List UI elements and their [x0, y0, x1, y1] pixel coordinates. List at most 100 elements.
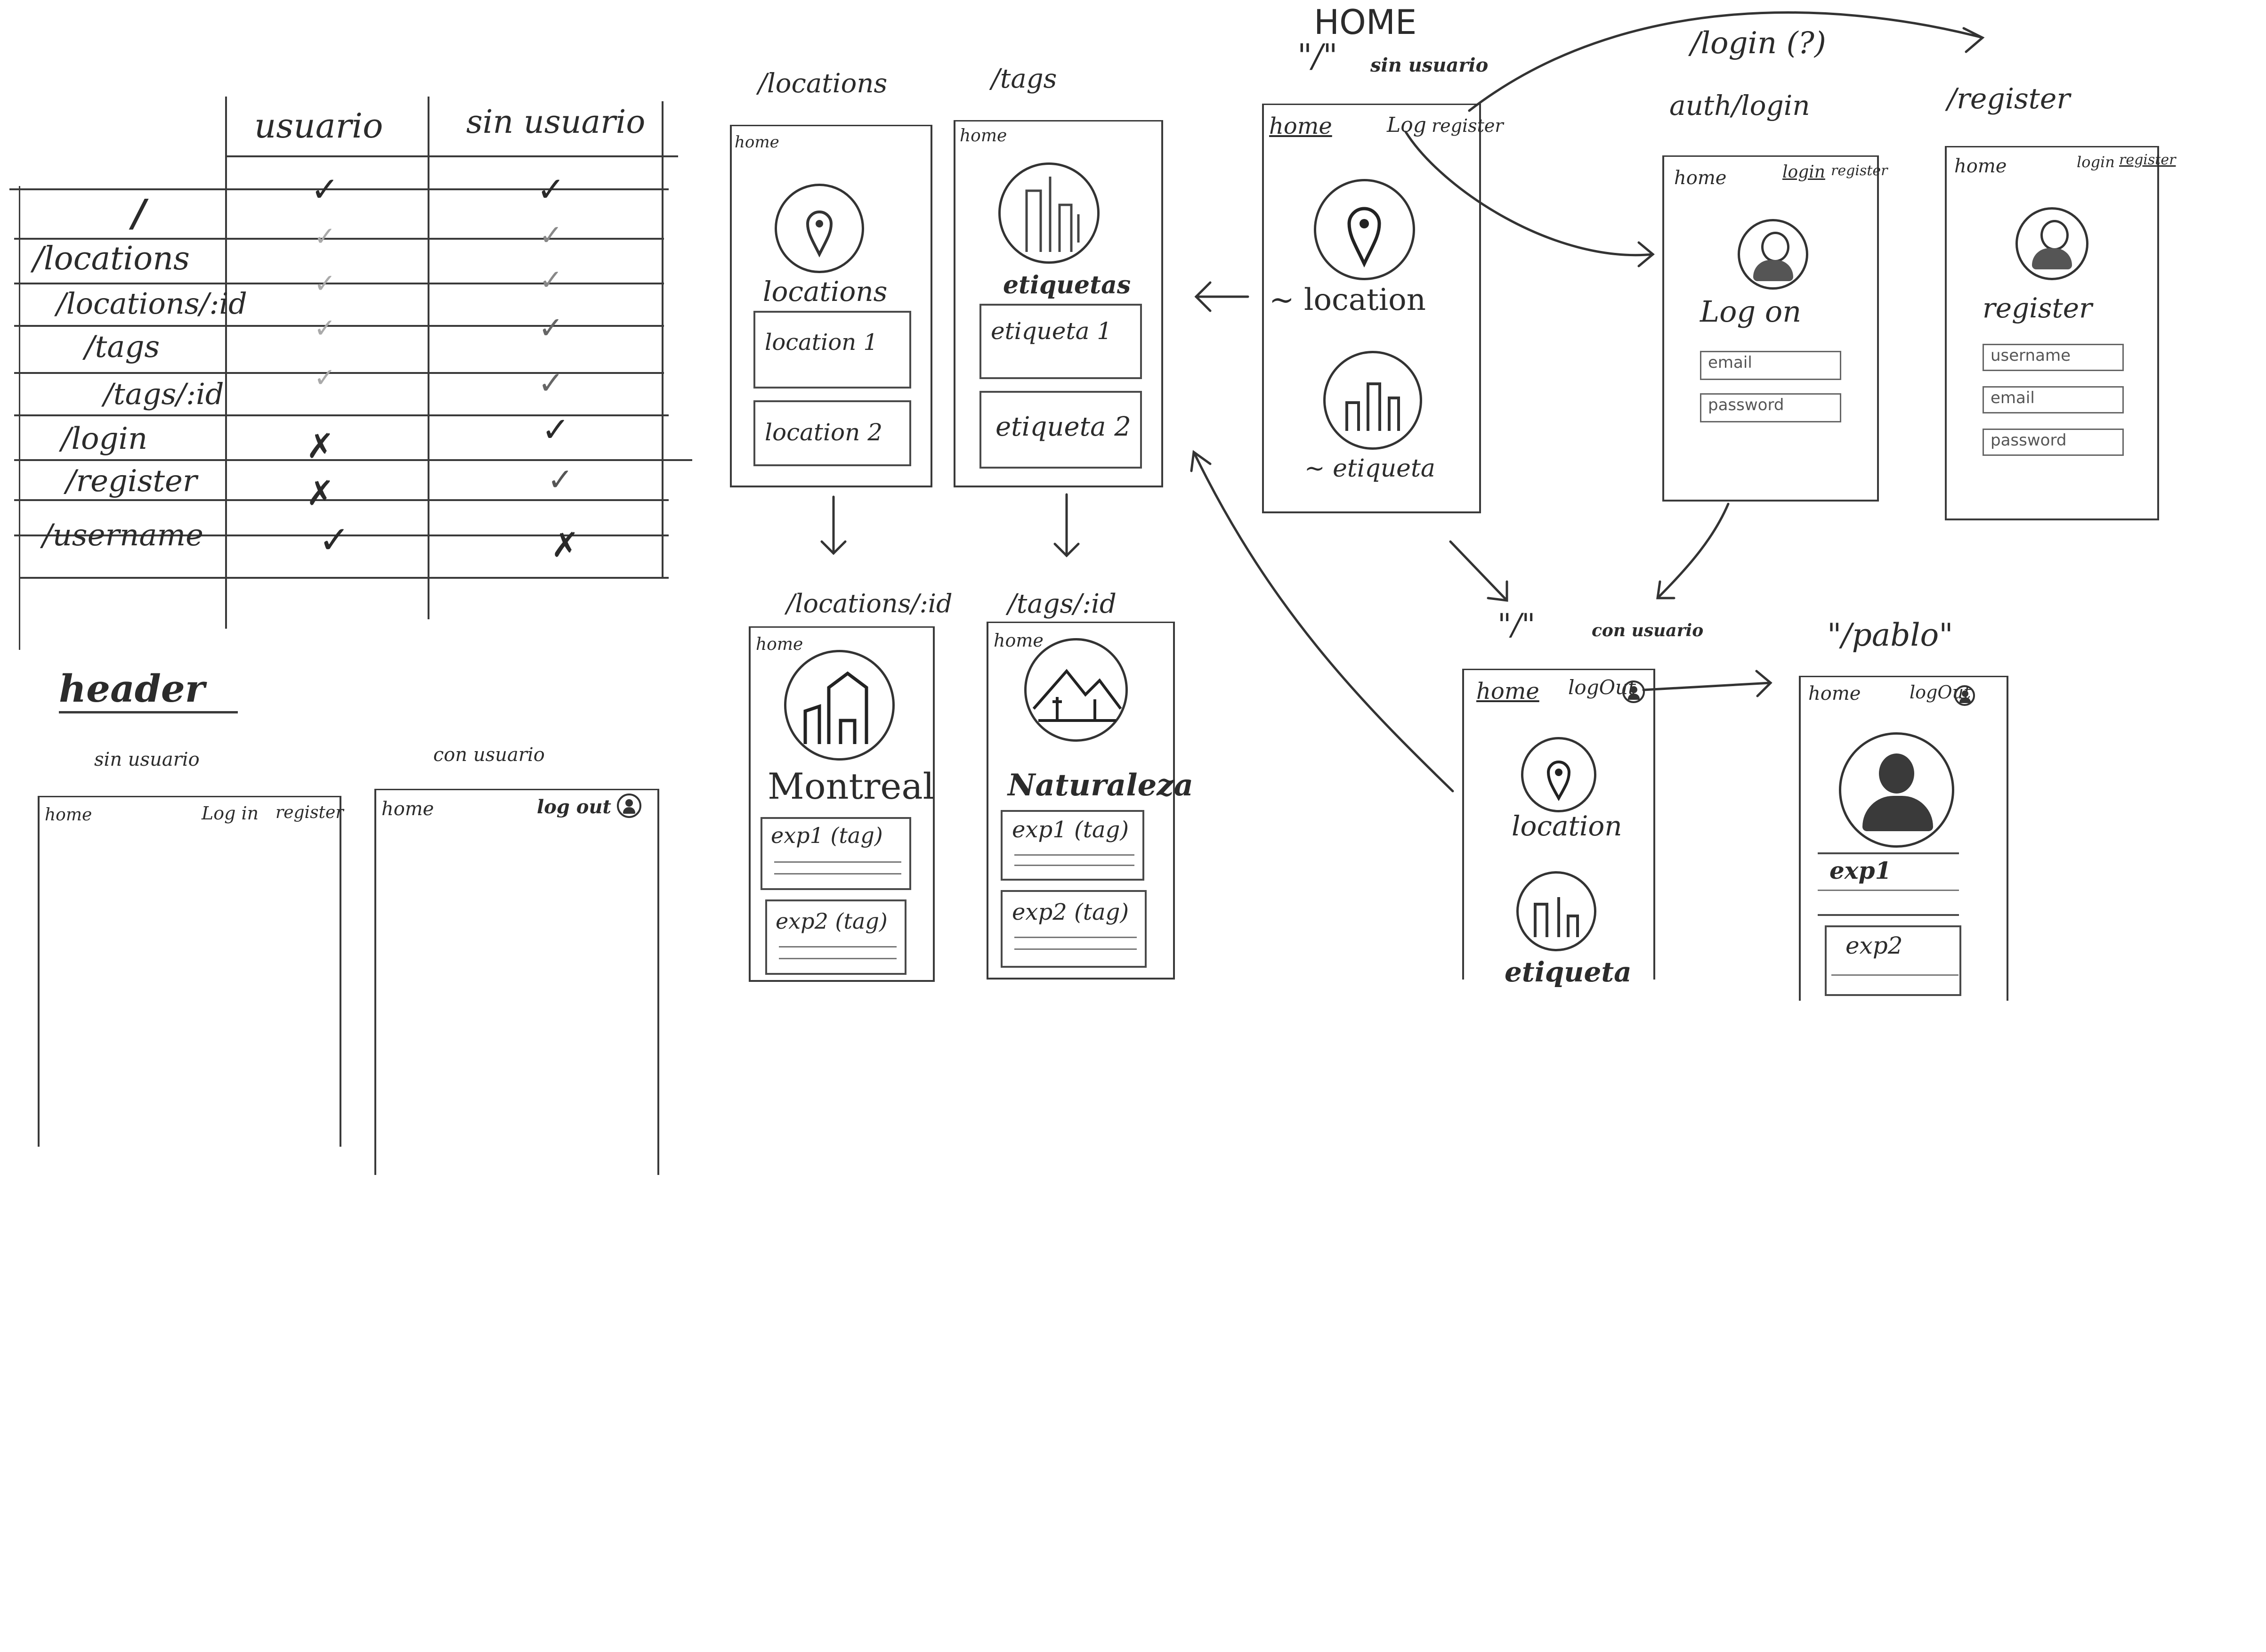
route-label: "/pablo" [1827, 617, 1953, 653]
screen-title: etiquetas [1003, 271, 1131, 300]
table-divider [226, 155, 678, 157]
list-item-label: exp1 [1829, 857, 1892, 884]
title-underline [59, 711, 238, 713]
list-item-label: exp2 [1845, 932, 1903, 959]
arrow-home-con-to-lists [1192, 451, 1454, 793]
nav-login[interactable]: login [2077, 153, 2115, 171]
list-item-label: exp1 (tag) [1012, 817, 1129, 843]
row-label: /locations [33, 240, 190, 277]
location-link[interactable]: location [1512, 810, 1622, 842]
screen-title: Naturaleza [1008, 768, 1194, 803]
nav-home[interactable]: home [1674, 167, 1727, 189]
arrow-home-to-register [1468, 11, 1984, 112]
username-field[interactable]: username [1983, 344, 2124, 371]
check-mark: ✓ [310, 170, 340, 209]
nav-home[interactable]: home [1476, 678, 1539, 705]
sin-usuario-label: sin usuario [94, 749, 200, 770]
nav-home[interactable]: home [1808, 683, 1861, 705]
arrow-home-to-login [1404, 130, 1654, 257]
screen-frame [954, 120, 1163, 487]
nav-login[interactable]: login [1782, 162, 1825, 182]
password-field[interactable]: password [1983, 429, 2124, 456]
nature-icon [1024, 638, 1128, 742]
list-item[interactable]: etiqueta 2 [979, 391, 1142, 469]
screen-title: register [1983, 292, 2092, 324]
screen-frame [1799, 676, 2008, 1001]
password-field[interactable]: password [1700, 393, 1841, 422]
nav-home[interactable]: home [1269, 113, 1332, 139]
row-label: /locations/:id [57, 286, 247, 321]
location-pin-icon[interactable] [1521, 737, 1596, 812]
check-mark: ✓ [538, 311, 564, 346]
table-divider [19, 577, 669, 579]
home-heading: HOME [1314, 2, 1417, 42]
city-icon[interactable] [1516, 871, 1596, 951]
check-mark: ✓ [536, 170, 566, 209]
table-divider [19, 186, 20, 650]
note-label: con usuario [1592, 621, 1704, 640]
table-divider [14, 414, 669, 416]
arrow-login-to-home-con [1656, 502, 1730, 599]
nav-logout: log out [537, 796, 612, 818]
list-item[interactable]: exp1 (tag) [1001, 810, 1144, 881]
screen-frame [730, 125, 932, 487]
list-item[interactable]: location 1 [753, 311, 911, 389]
row-label: /username [42, 518, 204, 553]
avatar-icon[interactable] [1622, 680, 1645, 703]
nav-register[interactable]: register [1432, 115, 1504, 136]
avatar-icon [617, 794, 641, 818]
list-item[interactable]: exp2 [1825, 925, 1961, 996]
route-label: /tags/:id [1008, 589, 1117, 619]
nav-home[interactable]: home [1954, 155, 2007, 177]
etiqueta-link[interactable]: ~ etiqueta [1304, 454, 1435, 483]
nav-register[interactable]: register [2119, 152, 2176, 168]
route-label: /tags [991, 64, 1057, 94]
route-label: /locations/:id [786, 589, 953, 618]
list-item[interactable]: exp2 (tag) [765, 899, 906, 975]
check-mark: ✓ [314, 268, 336, 299]
table-divider [14, 372, 664, 374]
etiqueta-link[interactable]: etiqueta [1505, 956, 1632, 988]
list-item[interactable]: etiqueta 1 [979, 304, 1142, 379]
check-mark: ✓ [314, 363, 336, 393]
screen-frame [1662, 155, 1879, 502]
list-item[interactable]: exp1 (tag) [761, 817, 911, 890]
location-pin-icon [775, 184, 864, 273]
user-avatar-icon [1839, 732, 1954, 848]
location-pin-icon[interactable] [1314, 179, 1415, 280]
row-label: / [132, 191, 146, 235]
screen-frame [1462, 669, 1655, 980]
list-item[interactable]: location 2 [753, 400, 911, 466]
screen-frame [1945, 146, 2159, 520]
screen-title: Log on [1700, 294, 1802, 329]
header-mock-con [374, 789, 659, 1175]
cross-mark: ✗ [306, 426, 335, 466]
check-mark: ✓ [314, 221, 336, 252]
row-label: /register [66, 464, 197, 499]
nav-login: Log in [202, 803, 259, 824]
check-mark: ✓ [539, 219, 563, 252]
row-label: /tags [85, 330, 160, 364]
nav-home: home [735, 133, 779, 152]
city-icon[interactable] [1323, 351, 1422, 450]
nav-home[interactable]: home [756, 635, 803, 654]
cross-mark: ✗ [306, 473, 335, 513]
email-field[interactable]: email [1700, 351, 1841, 380]
nav-register[interactable]: register [1831, 162, 1888, 179]
email-field[interactable]: email [1983, 386, 2124, 413]
list-item[interactable]: exp2 (tag) [1001, 890, 1147, 968]
screen-frame [1262, 104, 1481, 513]
check-mark: ✓ [541, 410, 570, 449]
avatar-icon[interactable] [1954, 685, 1975, 706]
nav-home: home [381, 798, 434, 820]
location-link[interactable]: ~ location [1269, 283, 1426, 317]
table-divider [14, 325, 664, 327]
nav-home[interactable]: home [994, 630, 1044, 651]
table-divider [14, 283, 664, 284]
screen-frame [749, 626, 935, 982]
list-item-label: location 1 [765, 329, 878, 356]
list-item[interactable]: exp1 [1818, 852, 1959, 916]
arrow-avatar-to-profile [1642, 681, 1772, 691]
table-divider [662, 101, 664, 577]
